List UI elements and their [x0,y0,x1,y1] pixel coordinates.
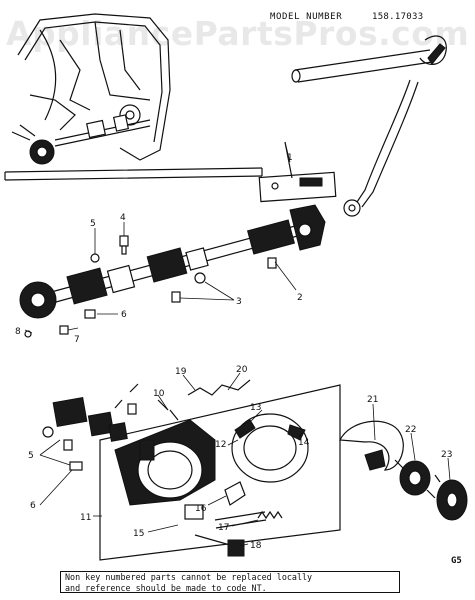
callout-1: 1 [287,153,293,163]
bobbin-parts-drawing [339,420,468,521]
callout-14: 14 [298,438,310,448]
leader-lines [24,141,451,547]
hook-drive-shaft-drawing [19,204,326,338]
footnote-line-2: and reference should be made to code NT. [65,583,267,593]
callout-23: 23 [441,450,452,460]
callout-3: 3 [236,297,242,307]
watermark-text: AppliancePartsPros.com [6,14,470,53]
callout-2: 2 [297,293,303,303]
callout-4: 4 [120,213,126,223]
lever-assembly-drawing [258,35,447,217]
footnote-line-1: Non key numbered parts cannot be replace… [65,572,313,582]
callout-5: 5 [90,219,96,229]
callout-17: 17 [218,523,229,533]
callout-8: 8 [15,327,21,337]
callout-15: 15 [133,529,144,539]
model-number-value: 158.17033 [372,12,424,22]
hook-assembly-drawing [42,379,341,561]
callout-16: 16 [195,504,207,514]
callout-19: 19 [175,367,187,377]
callout-6-lower: 6 [30,501,36,511]
callout-5-lower: 5 [28,451,34,461]
callout-22: 22 [405,425,416,435]
callout-20: 20 [236,365,248,375]
callout-10: 10 [153,389,165,399]
callout-11: 11 [80,513,91,523]
footnote-box: Non key numbered parts cannot be replace… [60,571,400,593]
callout-7: 7 [74,335,80,345]
callout-21: 21 [367,395,378,405]
callout-18: 18 [250,541,262,551]
page-code: G5 [451,556,462,566]
model-number-label: MODEL NUMBER [270,12,343,22]
callout-13: 13 [250,403,261,413]
callout-numbers: 1 2 3 4 5 6 7 8 10 19 20 12 13 14 11 15 … [15,153,452,551]
callout-6: 6 [121,310,127,320]
machine-frame-drawing [4,13,263,181]
callout-12: 12 [215,440,226,450]
